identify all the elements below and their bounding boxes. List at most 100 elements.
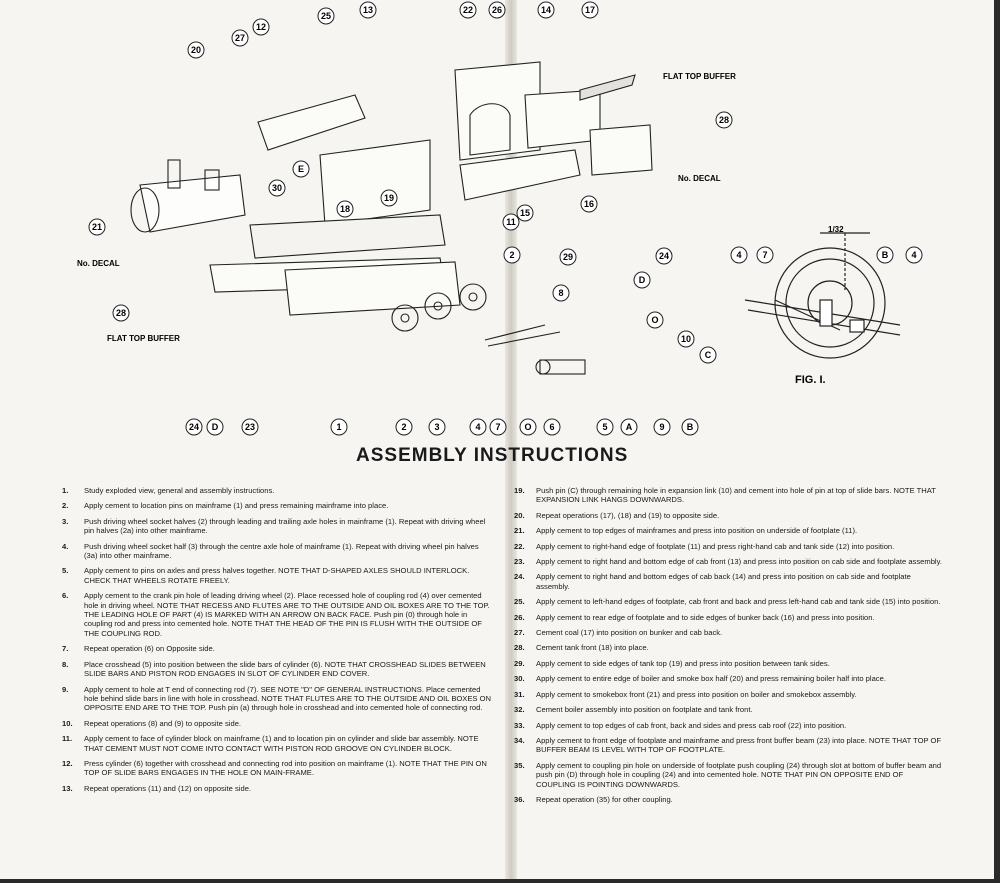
step-number: 10.	[62, 718, 73, 728]
svg-text:14: 14	[541, 5, 551, 15]
svg-text:15: 15	[520, 208, 530, 218]
step-number: 30.	[514, 674, 525, 684]
callout-30: 30	[268, 179, 286, 197]
callout-12: 12	[252, 18, 270, 36]
step-text: Press cylinder (6) together with crosshe…	[84, 758, 487, 778]
callout-3: 3	[428, 418, 446, 436]
callout-9: 9	[653, 418, 671, 436]
step-text: Apply cement to pins on axles and press …	[84, 566, 470, 585]
svg-text:20: 20	[191, 45, 201, 55]
callout-29: 29	[559, 248, 577, 266]
svg-text:4: 4	[475, 422, 480, 432]
cab-side-part	[257, 94, 366, 151]
step-text: Repeat operations (11) and (12) on oppos…	[84, 783, 252, 793]
callout-17: 17	[581, 1, 599, 19]
instruction-step: 29.Apply cement to side edges of tank to…	[514, 659, 944, 668]
footplate-part	[249, 214, 446, 259]
svg-text:8: 8	[558, 288, 563, 298]
instruction-step: 6. Apply cement to the crank pin hole of …	[62, 591, 492, 638]
instruction-step: 2. Apply cement to location pins on mainf…	[62, 501, 492, 510]
step-text: Apply cement to location pins on mainfra…	[84, 501, 389, 511]
instructions-right-column: 19.Push pin (C) through remaining hole i…	[514, 486, 944, 810]
instruction-step: 26.Apply cement to rear edge of footplat…	[514, 613, 944, 622]
callout-14: 14	[537, 1, 555, 19]
instruction-step: 20.Repeat operations (17), (18) and (19)…	[514, 511, 944, 520]
svg-text:24: 24	[659, 251, 669, 261]
callout-16: 16	[580, 195, 598, 213]
step-number: 6.	[62, 591, 69, 601]
callout-26: 26	[488, 1, 506, 19]
callout-D-top: D	[633, 271, 651, 289]
step-text: Apply cement to the crank pin hole of le…	[84, 591, 490, 638]
step-text: Apply cement to face of cylinder block o…	[84, 734, 479, 753]
callout-4: 4	[469, 418, 487, 436]
step-text: Apply cement to entire edge of boiler an…	[536, 674, 886, 684]
step-number: 1.	[62, 486, 69, 495]
cylinder-part	[539, 359, 586, 375]
step-text: Apply cement to coupling pin hole on und…	[536, 760, 942, 789]
step-text: Apply cement to hole at T end of connect…	[84, 684, 491, 713]
svg-text:18: 18	[340, 204, 350, 214]
svg-text:22: 22	[463, 5, 473, 15]
step-number: 4.	[62, 541, 69, 551]
svg-text:O: O	[524, 422, 531, 432]
instruction-step: 25.Apply cement to left-hand edges of fo…	[514, 597, 944, 606]
svg-text:17: 17	[585, 5, 595, 15]
instruction-step: 5.Apply cement to pins on axles and pres…	[62, 566, 492, 585]
callout-24-bottom: 24	[185, 418, 203, 436]
page-edge-bottom	[0, 879, 1000, 883]
svg-text:12: 12	[256, 22, 266, 32]
callout-D-bottom: D	[206, 418, 224, 436]
coal-part	[579, 74, 636, 101]
step-number: 2.	[62, 501, 69, 511]
svg-text:4: 4	[736, 250, 741, 260]
step-text: Apply cement to left-hand edges of footp…	[536, 597, 941, 607]
svg-text:11: 11	[506, 217, 516, 227]
instruction-step: 28.Cement tank front (18) into place.	[514, 643, 944, 652]
cab-front-part	[454, 61, 541, 161]
step-text: Cement boiler assembly into position on …	[536, 705, 753, 715]
exploded-view-diagram: 1/32 FIG. I. FLAT TOP BUFFER No. DECAL N…	[77, 1, 923, 436]
svg-text:A: A	[626, 422, 633, 432]
instruction-step: 33.Apply cement to top edges of cab fron…	[514, 721, 944, 730]
step-number: 33.	[514, 720, 525, 730]
mainframe-part	[284, 261, 461, 316]
callout-2-top: 2	[503, 246, 521, 264]
svg-text:29: 29	[563, 252, 573, 262]
svg-text:C: C	[705, 350, 712, 360]
callout-C: C	[699, 346, 717, 364]
step-text: Push driving wheel socket halves (2) thr…	[84, 516, 486, 536]
callout-B-fig: B	[876, 246, 894, 264]
step-number: 32.	[514, 705, 525, 715]
wheel-part	[391, 304, 419, 332]
svg-text:21: 21	[92, 222, 102, 232]
label-no-decal-right: No. DECAL	[678, 174, 721, 183]
step-text: Study exploded view, general and assembl…	[84, 486, 275, 495]
step-number: 34.	[514, 735, 525, 745]
callout-8: 8	[552, 284, 570, 302]
label-no-decal-left: No. DECAL	[77, 259, 120, 268]
coupling-rod-part	[484, 324, 546, 341]
callout-O: O	[519, 418, 537, 436]
step-text: Apply cement to smokebox front (21) and …	[536, 689, 857, 699]
instruction-step: 7.Repeat operation (6) on Opposite side.	[62, 644, 492, 653]
callout-13: 13	[359, 1, 377, 19]
step-number: 31.	[514, 689, 525, 699]
callout-15: 15	[516, 204, 534, 222]
step-number: 3.	[62, 516, 69, 526]
callout-7-fig: 7	[756, 246, 774, 264]
svg-text:E: E	[298, 164, 304, 174]
step-number: 9.	[62, 684, 69, 694]
fig1-label: FIG. I.	[795, 374, 826, 386]
step-number: 11.	[62, 734, 73, 744]
tank-front-part	[319, 139, 431, 226]
callout-27: 27	[231, 29, 249, 47]
step-text: Repeat operation (35) for other coupling…	[536, 794, 673, 804]
fig1-measure: 1/32	[828, 225, 844, 234]
step-number: 36.	[514, 794, 525, 804]
page-edge-right	[994, 0, 1000, 883]
callout-18: 18	[336, 200, 354, 218]
svg-text:B: B	[882, 250, 889, 260]
svg-text:16: 16	[584, 199, 594, 209]
instruction-step: 34.Apply cement to front edge of footpla…	[514, 736, 944, 755]
